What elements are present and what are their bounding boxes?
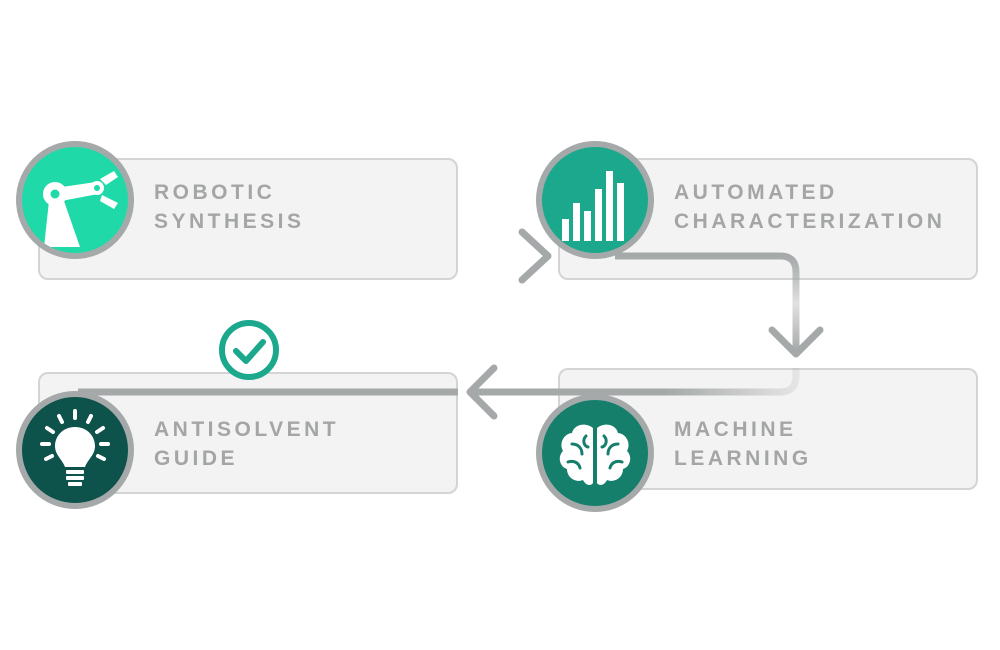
- bar-chart-icon: [562, 171, 624, 241]
- step-label-line: ANTISOLVENT: [154, 418, 340, 441]
- robotic-synthesis-badge: [16, 141, 134, 259]
- step-label-line: GUIDE: [154, 447, 239, 470]
- step-label-line: LEARNING: [674, 447, 812, 470]
- connector-line-2: [615, 252, 800, 352]
- step-label-line: AUTOMATED: [674, 181, 838, 204]
- automated-characterization-badge: [536, 141, 654, 259]
- step-label-machine-learning: MACHINE LEARNING: [674, 415, 812, 473]
- arrow-down-icon: [768, 326, 824, 358]
- step-label-line: SYNTHESIS: [154, 210, 305, 233]
- arrow-left-icon: [466, 364, 498, 420]
- machine-learning-badge: [536, 394, 654, 512]
- robot-arm-icon: [43, 171, 118, 247]
- connector-line-3: [470, 368, 800, 396]
- step-label-line: ROBOTIC: [154, 181, 276, 204]
- step-label-automated-characterization: AUTOMATED CHARACTERIZATION: [674, 178, 945, 236]
- brain-icon: [559, 424, 631, 485]
- arrow-right-icon: [518, 228, 552, 284]
- step-label-antisolvent-guide: ANTISOLVENT GUIDE: [154, 415, 339, 473]
- step-label-robotic-synthesis: ROBOTIC SYNTHESIS: [154, 178, 305, 236]
- step-label-line: CHARACTERIZATION: [674, 210, 946, 233]
- step-label-line: MACHINE: [674, 418, 797, 441]
- checkmark-icon: [219, 320, 279, 380]
- antisolvent-guide-badge: [16, 391, 134, 509]
- lightbulb-icon: [40, 409, 110, 486]
